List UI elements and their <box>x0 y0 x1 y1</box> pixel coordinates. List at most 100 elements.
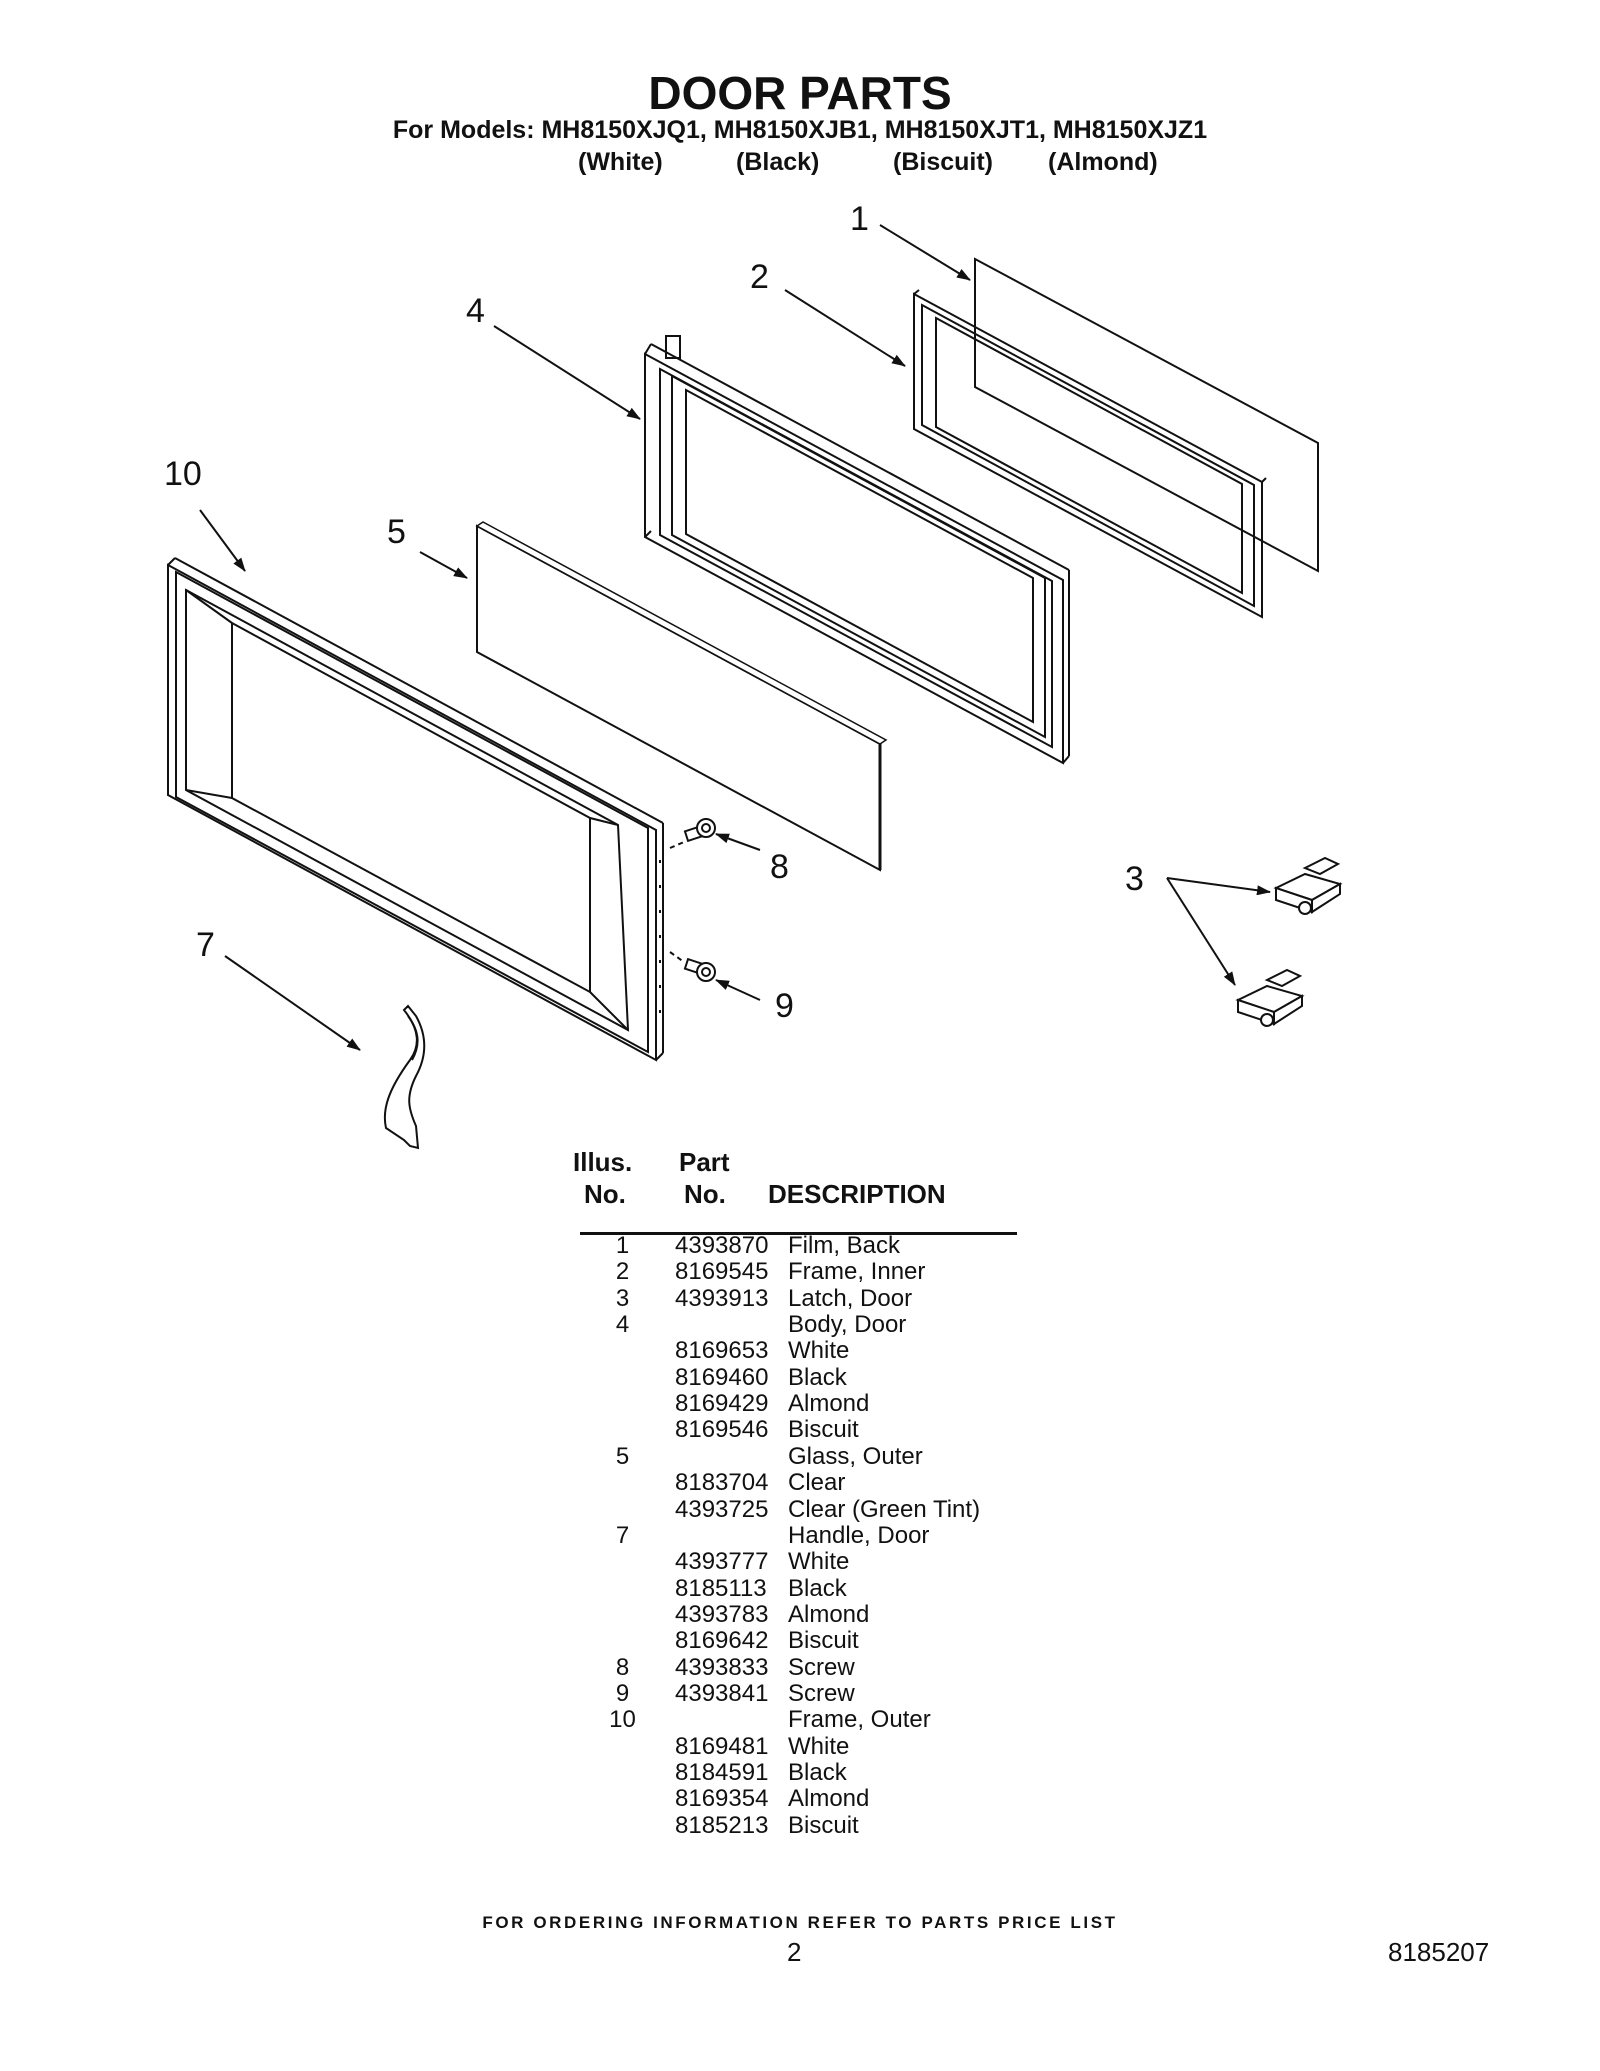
callout-3: 3 <box>1125 860 1144 898</box>
cell-illus-no: 9 <box>615 1679 630 1707</box>
header-part-2: No. <box>684 1179 726 1209</box>
cell-description: Almond <box>788 1785 870 1813</box>
cell-part-no: 8169642 <box>675 1627 769 1655</box>
table-row: 1 4393870 Film, Back <box>0 1232 1600 1259</box>
cell-description: Biscuit <box>788 1627 859 1655</box>
header-description: DESCRIPTION <box>768 1179 946 1209</box>
cell-part-no: 8183704 <box>675 1469 769 1497</box>
table-row: 4393783 Almond <box>0 1601 1600 1628</box>
cell-part-no: 4393777 <box>675 1548 769 1576</box>
cell-description: Glass, Outer <box>788 1442 923 1470</box>
cell-description: Black <box>788 1759 847 1786</box>
table-header-rule <box>580 1232 1017 1235</box>
table-row: 2 8169545 Frame, Inner <box>0 1258 1600 1285</box>
color-black: (Black) <box>736 148 820 176</box>
callout-1: 1 <box>850 200 869 238</box>
table-row: 3 4393913 Latch, Door <box>0 1285 1600 1312</box>
cell-part-no: 4393725 <box>675 1495 769 1523</box>
cell-part-no: 8169545 <box>675 1258 769 1286</box>
cell-description: Almond <box>788 1600 870 1628</box>
cell-part-no: 8169460 <box>675 1363 769 1391</box>
cell-description: Film, Back <box>788 1232 901 1259</box>
cell-part-no: 8169429 <box>675 1390 769 1418</box>
leader-lines <box>199 224 1271 1051</box>
color-almond: (Almond) <box>1048 148 1158 176</box>
ordering-note: FOR ORDERING INFORMATION REFER TO PARTS … <box>482 1913 1118 1932</box>
table-row: 4393725 Clear (Green Tint) <box>0 1496 1600 1523</box>
cell-part-no: 4393783 <box>675 1600 769 1628</box>
cell-illus-no: 7 <box>615 1521 630 1549</box>
table-row: 8185213 Biscuit <box>0 1812 1600 1839</box>
callout-5: 5 <box>387 513 406 551</box>
cell-description: Screw <box>788 1653 855 1681</box>
cell-description: Clear (Green Tint) <box>788 1495 981 1523</box>
cell-description: Almond <box>788 1390 870 1418</box>
cell-description: White <box>788 1337 850 1365</box>
part-handle-door <box>383 1004 426 1150</box>
cell-part-no: 4393833 <box>675 1653 769 1681</box>
header-part-1: Part <box>679 1147 730 1177</box>
exploded-parts-diagram: 1 2 3 4 5 7 8 9 10 <box>164 200 1343 1150</box>
color-white: (White) <box>578 148 663 176</box>
callout-10: 10 <box>164 455 202 493</box>
cell-part-no: 4393913 <box>675 1284 769 1312</box>
cell-part-no: 8169481 <box>675 1732 769 1760</box>
table-row: 8169653 White <box>0 1337 1600 1364</box>
color-biscuit: (Biscuit) <box>893 148 993 176</box>
page-number: 2 <box>787 1937 802 1967</box>
callout-4: 4 <box>466 292 485 330</box>
cell-description: Black <box>788 1363 847 1391</box>
part-frame-inner <box>913 289 1267 619</box>
models-line: For Models: MH8150XJQ1, MH8150XJB1, MH81… <box>392 116 1208 144</box>
callout-9: 9 <box>775 987 794 1025</box>
cell-description: Black <box>788 1574 847 1602</box>
cell-description: Frame, Inner <box>788 1258 926 1286</box>
table-row: 8169460 Black <box>0 1364 1600 1391</box>
table-row: 8169642 Biscuit <box>0 1627 1600 1654</box>
callout-7: 7 <box>196 926 215 964</box>
table-row: 5 Glass, Outer <box>0 1443 1600 1470</box>
cell-illus-no: 1 <box>615 1232 630 1259</box>
cell-description: Frame, Outer <box>788 1706 931 1734</box>
header-illus-2: No. <box>584 1179 626 1209</box>
table-row: 8169429 Almond <box>0 1390 1600 1417</box>
cell-part-no: 4393841 <box>675 1679 769 1707</box>
table-row: 8185113 Black <box>0 1575 1600 1602</box>
cell-illus-no: 5 <box>615 1442 630 1470</box>
part-screw-9 <box>669 951 716 982</box>
part-latch-door <box>1235 856 1343 1027</box>
part-screw-8 <box>669 818 716 849</box>
cell-part-no: 8169354 <box>675 1785 769 1813</box>
cell-part-no: 8184591 <box>675 1759 769 1786</box>
table-row: 7 Handle, Door <box>0 1522 1600 1549</box>
part-frame-outer <box>167 557 664 1062</box>
cell-description: Body, Door <box>788 1311 907 1339</box>
cell-description: Latch, Door <box>788 1284 913 1312</box>
cell-description: White <box>788 1548 850 1576</box>
cell-illus-no: 8 <box>615 1653 630 1681</box>
part-body-door <box>644 335 1070 765</box>
cell-description: White <box>788 1732 850 1760</box>
cell-description: Clear <box>788 1469 846 1497</box>
callout-2: 2 <box>750 258 769 296</box>
part-glass-outer <box>475 521 888 872</box>
cell-part-no: 4393870 <box>675 1232 769 1259</box>
table-row: 10 Frame, Outer <box>0 1706 1600 1733</box>
cell-part-no: 8185213 <box>675 1811 769 1839</box>
cell-illus-no: 10 <box>609 1706 636 1734</box>
cell-illus-no: 3 <box>615 1284 630 1312</box>
table-row: 8 4393833 Screw <box>0 1654 1600 1681</box>
table-row: 4393777 White <box>0 1548 1600 1575</box>
cell-part-no: 8169546 <box>675 1416 769 1444</box>
cell-description: Screw <box>788 1679 855 1707</box>
part-film-back <box>974 257 1319 573</box>
cell-part-no: 8185113 <box>675 1574 767 1602</box>
table-row: 9 4393841 Screw <box>0 1680 1600 1707</box>
cell-description: Handle, Door <box>788 1521 930 1549</box>
cell-description: Biscuit <box>788 1811 859 1839</box>
document-number: 8185207 <box>1388 1937 1490 1967</box>
cell-part-no: 8169653 <box>675 1337 769 1365</box>
cell-illus-no: 2 <box>615 1258 630 1286</box>
